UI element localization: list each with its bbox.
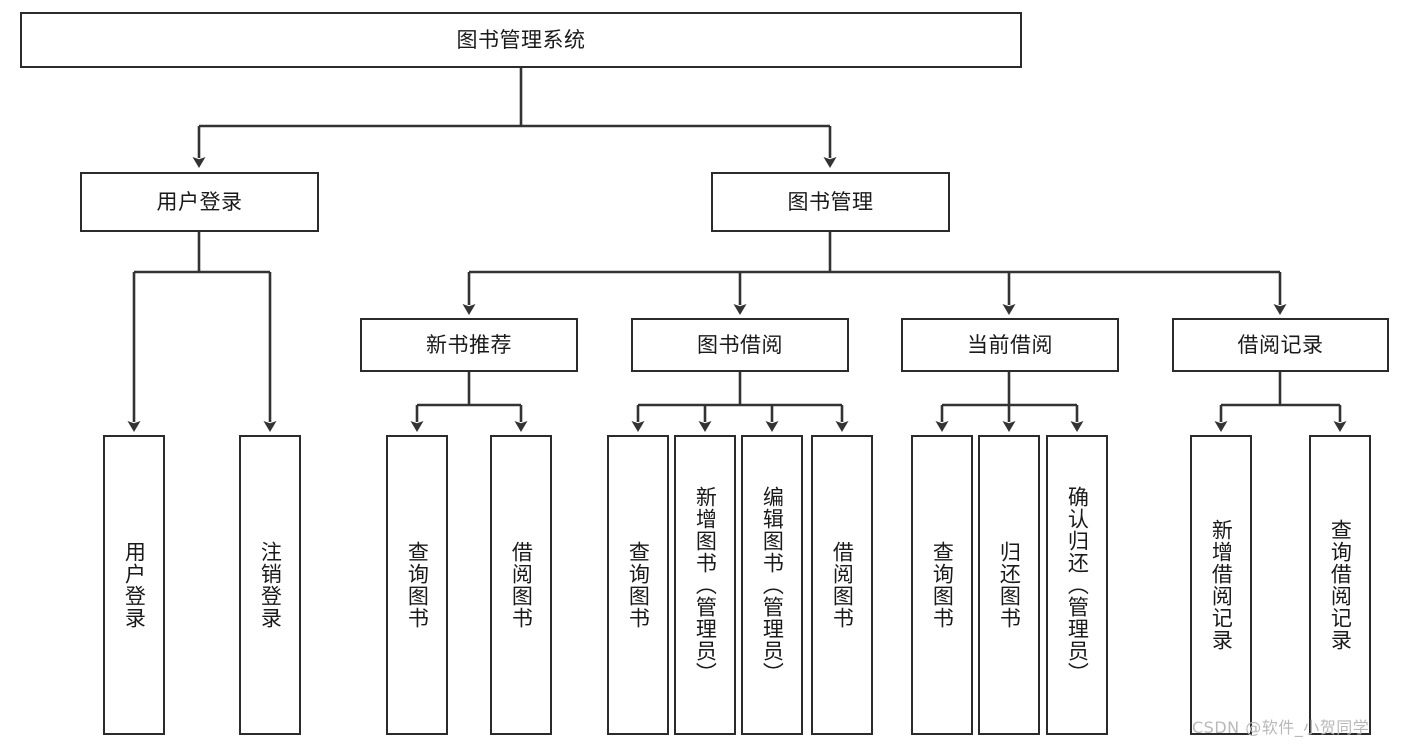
- node-root-system[interactable]: 图书管理系统: [20, 12, 1022, 68]
- node-leaf-borrow-book-1-label: 借阅图书: [509, 541, 534, 629]
- node-book-borrow-label: 图书借阅: [697, 332, 783, 357]
- node-borrow-record[interactable]: 借阅记录: [1172, 318, 1389, 372]
- node-leaf-query-book-1-label: 查询图书: [405, 541, 430, 629]
- node-leaf-user-logout-label: 注销登录: [258, 541, 283, 629]
- node-leaf-add-record[interactable]: 新增借阅记录: [1190, 435, 1252, 735]
- node-leaf-edit-book-label: 编辑图书（管理员）: [760, 486, 785, 684]
- node-user-login[interactable]: 用户登录: [80, 172, 319, 232]
- node-leaf-return-book[interactable]: 归还图书: [978, 435, 1040, 735]
- node-root-system-label: 图书管理系统: [456, 27, 586, 52]
- node-current-borrow[interactable]: 当前借阅: [901, 318, 1119, 372]
- node-leaf-return-book-label: 归还图书: [997, 541, 1022, 629]
- node-leaf-user-logout[interactable]: 注销登录: [239, 435, 301, 735]
- csdn-watermark: CSDN @软件_小贺同学: [1192, 718, 1370, 737]
- node-leaf-user-login-label: 用户登录: [122, 541, 147, 629]
- node-leaf-confirm-return-label: 确认归还（管理员）: [1065, 486, 1090, 684]
- node-leaf-query-book-3-label: 查询图书: [930, 541, 955, 629]
- node-new-book-recommend[interactable]: 新书推荐: [360, 318, 578, 372]
- node-leaf-confirm-return[interactable]: 确认归还（管理员）: [1046, 435, 1108, 735]
- node-leaf-query-record-label: 查询借阅记录: [1328, 519, 1353, 651]
- node-leaf-query-book-2-label: 查询图书: [626, 541, 651, 629]
- node-book-manage[interactable]: 图书管理: [711, 172, 950, 232]
- node-book-manage-label: 图书管理: [787, 189, 874, 214]
- node-leaf-user-login[interactable]: 用户登录: [103, 435, 165, 735]
- node-user-login-label: 用户登录: [156, 189, 243, 214]
- node-leaf-borrow-book-2[interactable]: 借阅图书: [811, 435, 873, 735]
- node-leaf-add-record-label: 新增借阅记录: [1209, 519, 1234, 651]
- node-leaf-query-record[interactable]: 查询借阅记录: [1309, 435, 1371, 735]
- node-leaf-edit-book[interactable]: 编辑图书（管理员）: [741, 435, 803, 735]
- node-leaf-borrow-book-1[interactable]: 借阅图书: [490, 435, 552, 735]
- node-current-borrow-label: 当前借阅: [967, 332, 1053, 357]
- node-leaf-query-book-3[interactable]: 查询图书: [911, 435, 973, 735]
- node-book-borrow[interactable]: 图书借阅: [631, 318, 849, 372]
- node-leaf-add-book-label: 新增图书（管理员）: [693, 486, 718, 684]
- node-leaf-query-book-2[interactable]: 查询图书: [607, 435, 669, 735]
- node-new-book-recommend-label: 新书推荐: [426, 332, 512, 357]
- node-leaf-borrow-book-2-label: 借阅图书: [830, 541, 855, 629]
- node-leaf-add-book[interactable]: 新增图书（管理员）: [674, 435, 736, 735]
- node-borrow-record-label: 借阅记录: [1237, 332, 1324, 357]
- node-leaf-query-book-1[interactable]: 查询图书: [386, 435, 448, 735]
